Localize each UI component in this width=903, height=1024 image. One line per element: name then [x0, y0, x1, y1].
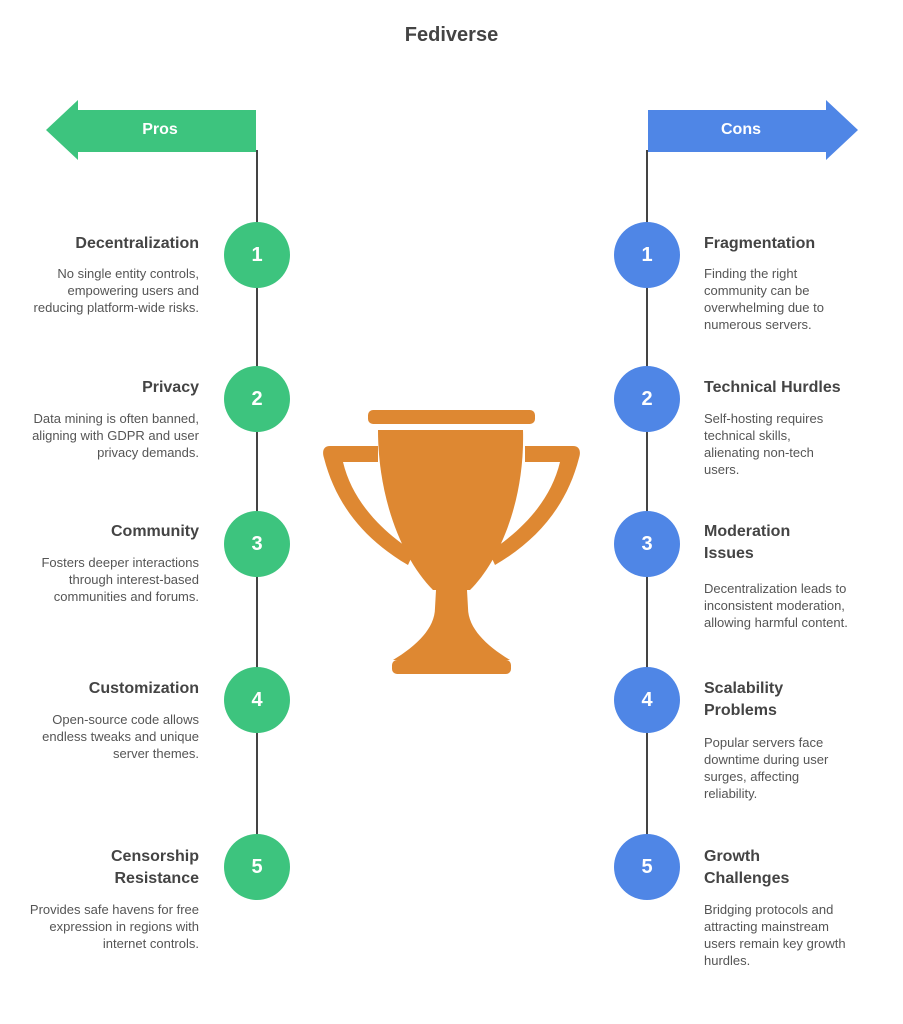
pro-description: Data mining is often banned, aligning wi…	[32, 411, 199, 460]
trophy-icon	[323, 410, 580, 674]
pro-number-badge: 1	[224, 222, 290, 288]
con-title: Growth Challenges	[704, 848, 790, 887]
pro-number-badge: 3	[224, 511, 290, 577]
pros-arrow-icon	[46, 100, 256, 160]
pro-number-badge: 5	[224, 834, 290, 900]
pro-title: Customization	[88, 680, 199, 697]
pro-description: Provides safe havens for free expression…	[29, 902, 199, 951]
con-description: Bridging protocols and attracting mainst…	[704, 902, 846, 968]
con-description: Popular servers face downtime during use…	[704, 735, 829, 801]
con-description: Decentralization leads to inconsistent m…	[704, 581, 848, 630]
con-title: Fragmentation	[704, 235, 816, 252]
con-title: Scalability Problems	[704, 680, 784, 719]
con-number-badge: 3	[614, 511, 680, 577]
con-title: Moderation Issues	[704, 523, 791, 562]
con-number-badge: 4	[614, 667, 680, 733]
con-title: Technical Hurdles	[704, 379, 841, 396]
pro-title: Decentralization	[75, 235, 199, 252]
con-number-badge: 1	[614, 222, 680, 288]
con-number-badge: 5	[614, 834, 680, 900]
pro-title: Censorship Resistance	[110, 848, 199, 887]
cons-arrow-icon	[648, 100, 858, 160]
pros-heading: Pros	[142, 121, 178, 138]
pro-description: Open-source code allows endless tweaks a…	[42, 712, 199, 761]
con-description: Finding the right community can be overw…	[704, 266, 824, 332]
cons-heading: Cons	[721, 121, 761, 138]
pro-description: No single entity controls, empowering us…	[33, 266, 199, 315]
pro-description: Fosters deeper interactions through inte…	[41, 555, 199, 604]
pro-title: Community	[111, 523, 199, 540]
page-title: Fediverse	[404, 24, 499, 46]
con-number-badge: 2	[614, 366, 680, 432]
pro-title: Privacy	[142, 379, 199, 396]
pro-number-badge: 4	[224, 667, 290, 733]
con-description: Self-hosting requires technical skills, …	[704, 411, 824, 477]
pro-number-badge: 2	[224, 366, 290, 432]
